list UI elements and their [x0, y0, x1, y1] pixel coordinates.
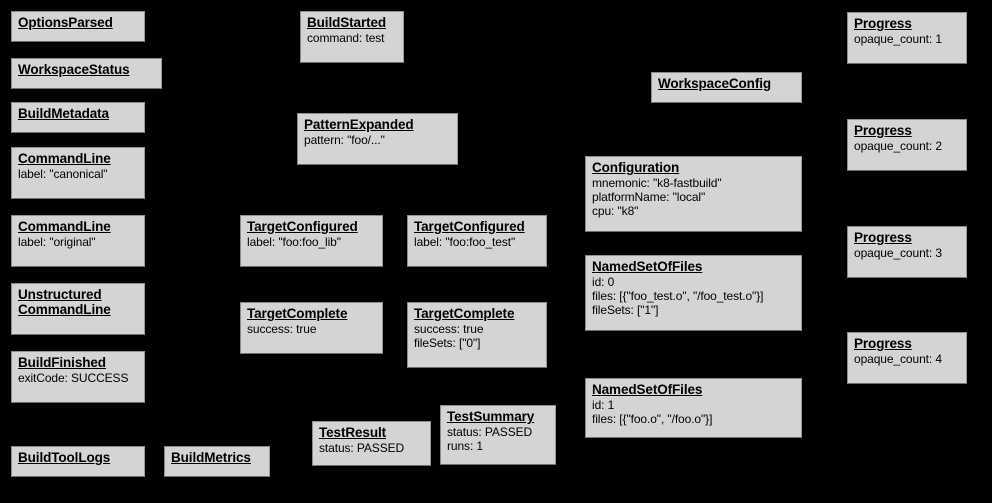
node-title: Progress: [854, 16, 912, 31]
node-unstructured-command-line[interactable]: Unstructured CommandLine: [11, 283, 145, 335]
node-fields: opaque_count: 1: [854, 32, 960, 46]
node-field: cpu: "k8": [592, 204, 639, 218]
node-field: label: "canonical": [18, 167, 108, 181]
node-fields: success: true: [247, 322, 376, 336]
node-title: TargetConfigured: [247, 219, 358, 234]
node-title: TargetComplete: [414, 306, 515, 321]
node-field: platformName: "local": [592, 190, 706, 204]
node-fields: label: "original": [18, 235, 138, 249]
node-title: TargetConfigured: [414, 219, 525, 234]
node-build-tool-logs[interactable]: BuildToolLogs: [11, 446, 145, 477]
node-fields: mnemonic: "k8-fastbuild"platformName: "l…: [592, 176, 795, 218]
node-fields: opaque_count: 2: [854, 139, 960, 153]
node-fields: label: "foo:foo_lib": [247, 235, 376, 249]
node-title: BuildStarted: [307, 15, 387, 30]
node-fields: status: PASSED: [319, 441, 424, 455]
node-title: Unstructured CommandLine: [18, 287, 111, 317]
node-field: success: true: [414, 322, 484, 336]
node-field: status: PASSED: [447, 425, 533, 439]
node-build-metadata[interactable]: BuildMetadata: [11, 102, 145, 133]
node-field: fileSets: ["1"]: [592, 303, 659, 317]
node-field: opaque_count: 1: [854, 32, 942, 46]
node-field: pattern: "foo/...": [304, 133, 385, 147]
node-title: TestSummary: [447, 409, 535, 424]
node-fields: pattern: "foo/...": [304, 133, 451, 147]
node-field: label: "original": [18, 235, 96, 249]
node-field: id: 1: [592, 398, 615, 412]
node-field: files: [{"foo_test.o", "/foo_test.o"}]: [592, 289, 764, 303]
node-field: exitCode: SUCCESS: [18, 371, 129, 385]
node-title: BuildMetrics: [171, 450, 251, 465]
node-field: success: true: [247, 322, 317, 336]
node-title: TargetComplete: [247, 306, 348, 321]
node-title: Progress: [854, 123, 912, 138]
node-workspace-config[interactable]: WorkspaceConfig: [651, 72, 802, 103]
node-fields: opaque_count: 3: [854, 246, 960, 260]
node-field: opaque_count: 4: [854, 352, 942, 366]
node-title: NamedSetOfFiles: [592, 382, 703, 397]
node-field: id: 0: [592, 275, 615, 289]
node-title: CommandLine: [18, 219, 111, 234]
node-field: label: "foo:foo_test": [414, 235, 516, 249]
node-fields: opaque_count: 4: [854, 352, 960, 366]
node-workspace-status[interactable]: WorkspaceStatus: [11, 58, 162, 89]
node-field: label: "foo:foo_lib": [247, 235, 341, 249]
node-title: BuildMetadata: [18, 106, 109, 121]
node-build-metrics[interactable]: BuildMetrics: [164, 446, 270, 477]
node-title: Progress: [854, 230, 912, 245]
node-field: opaque_count: 2: [854, 139, 942, 153]
node-field: fileSets: ["0"]: [414, 336, 481, 350]
node-fields: label: "canonical": [18, 167, 138, 181]
node-field: mnemonic: "k8-fastbuild": [592, 176, 722, 190]
node-title: Progress: [854, 336, 912, 351]
node-title: CommandLine: [18, 151, 111, 166]
node-fields: command: test: [307, 31, 397, 45]
node-field: status: PASSED: [319, 441, 405, 455]
node-field: runs: 1: [447, 439, 483, 453]
node-title: OptionsParsed: [18, 15, 113, 30]
node-field: opaque_count: 3: [854, 246, 942, 260]
node-fields: label: "foo:foo_test": [414, 235, 540, 249]
node-title: NamedSetOfFiles: [592, 259, 703, 274]
node-title: Configuration: [592, 160, 680, 175]
node-title: PatternExpanded: [304, 117, 414, 132]
node-title: BuildFinished: [18, 355, 106, 370]
node-fields: exitCode: SUCCESS: [18, 371, 138, 385]
node-options-parsed[interactable]: OptionsParsed: [11, 11, 145, 42]
node-field: files: [{"foo.o", "/foo.o"}]: [592, 412, 713, 426]
node-field: command: test: [307, 31, 385, 45]
node-title: WorkspaceConfig: [658, 76, 772, 91]
node-title: BuildToolLogs: [18, 450, 111, 465]
node-title: TestResult: [319, 425, 387, 440]
node-title: WorkspaceStatus: [18, 62, 130, 77]
